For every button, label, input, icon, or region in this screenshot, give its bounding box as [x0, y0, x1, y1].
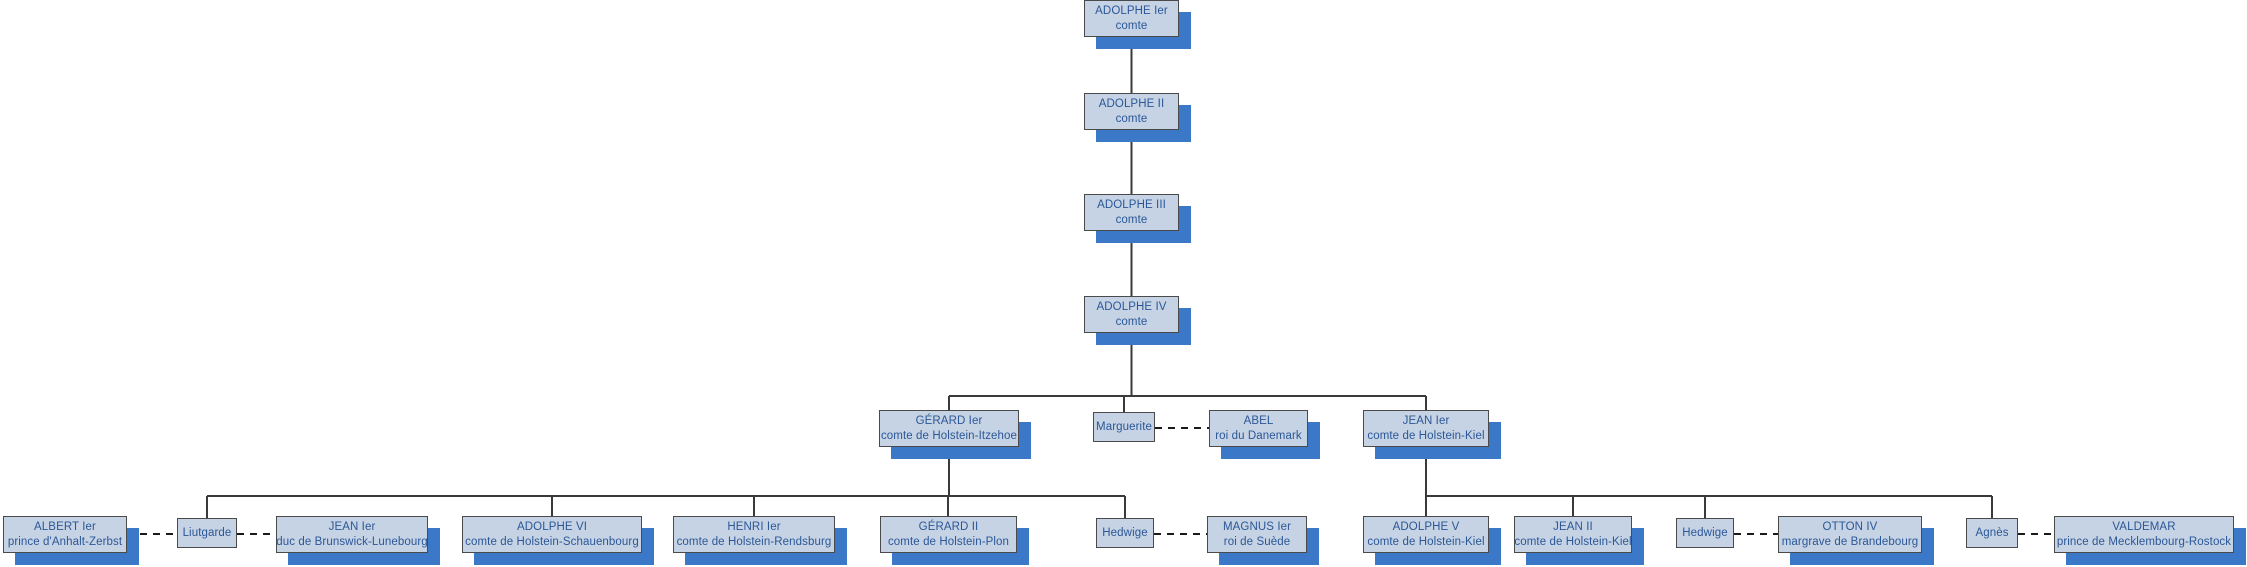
person-name: ADOLPHE VI	[516, 521, 588, 534]
person-title: comte	[1115, 19, 1148, 32]
person-name: ADOLPHE IV	[1096, 301, 1167, 314]
person-name: Marguerite	[1096, 420, 1152, 433]
person-title: prince d'Anhalt-Zerbst	[7, 535, 123, 548]
person-name: Agnès	[1975, 526, 2009, 539]
person-title: comte de Holstein-Kiel	[1514, 535, 1632, 548]
person-name: GÉRARD II	[918, 521, 979, 534]
person-name: ABEL	[1243, 415, 1274, 428]
person-node-hedwige2[interactable]: Hedwige	[1676, 518, 1734, 548]
person-name: ADOLPHE V	[1392, 521, 1460, 534]
person-name: ADOLPHE II	[1098, 98, 1165, 111]
person-title: comte	[1115, 315, 1148, 328]
person-name: VALDEMAR	[2112, 521, 2176, 534]
person-title: comte de Holstein-Rendsburg	[676, 535, 832, 548]
person-name: GÉRARD Ier	[915, 415, 983, 428]
person-title: roi du Danemark	[1215, 429, 1302, 442]
person-name: MAGNUS Ier	[1222, 521, 1292, 534]
person-name: JEAN Ier	[328, 521, 376, 534]
person-name: Liutgarde	[182, 526, 232, 539]
person-title: comte	[1115, 112, 1148, 125]
person-node-agnes[interactable]: Agnès	[1966, 518, 2018, 548]
person-name: JEAN II	[1553, 521, 1593, 534]
person-node-marguerite[interactable]: Marguerite	[1093, 412, 1155, 442]
person-title: duc de Brunswick-Lunebourg	[276, 535, 428, 548]
person-title: comte de Holstein-Itzehoe	[880, 429, 1018, 442]
person-name: HENRI Ier	[727, 521, 781, 534]
person-name: Hedwige	[1682, 526, 1728, 539]
person-name: JEAN Ier	[1402, 415, 1450, 428]
person-title: comte de Holstein-Kiel	[1367, 535, 1485, 548]
person-node-liutgarde[interactable]: Liutgarde	[177, 518, 237, 548]
person-title: roi de Suède	[1223, 535, 1291, 548]
person-title: comte	[1115, 213, 1148, 226]
person-title: comte de Holstein-Kiel	[1367, 429, 1485, 442]
person-name: Hedwige	[1102, 526, 1148, 539]
person-title: comte de Holstein-Plon	[887, 535, 1010, 548]
person-title: comte de Holstein-Schauenbourg	[465, 535, 639, 548]
person-name: ALBERT Ier	[34, 521, 96, 534]
person-title: margrave de Brandebourg	[1781, 535, 1919, 548]
person-name: ADOLPHE Ier	[1095, 5, 1168, 18]
person-node-hedwige1[interactable]: Hedwige	[1096, 518, 1154, 548]
person-name: OTTON IV	[1822, 521, 1878, 534]
person-name: ADOLPHE III	[1097, 199, 1166, 212]
person-title: prince de Mecklembourg-Rostock	[2056, 535, 2232, 548]
